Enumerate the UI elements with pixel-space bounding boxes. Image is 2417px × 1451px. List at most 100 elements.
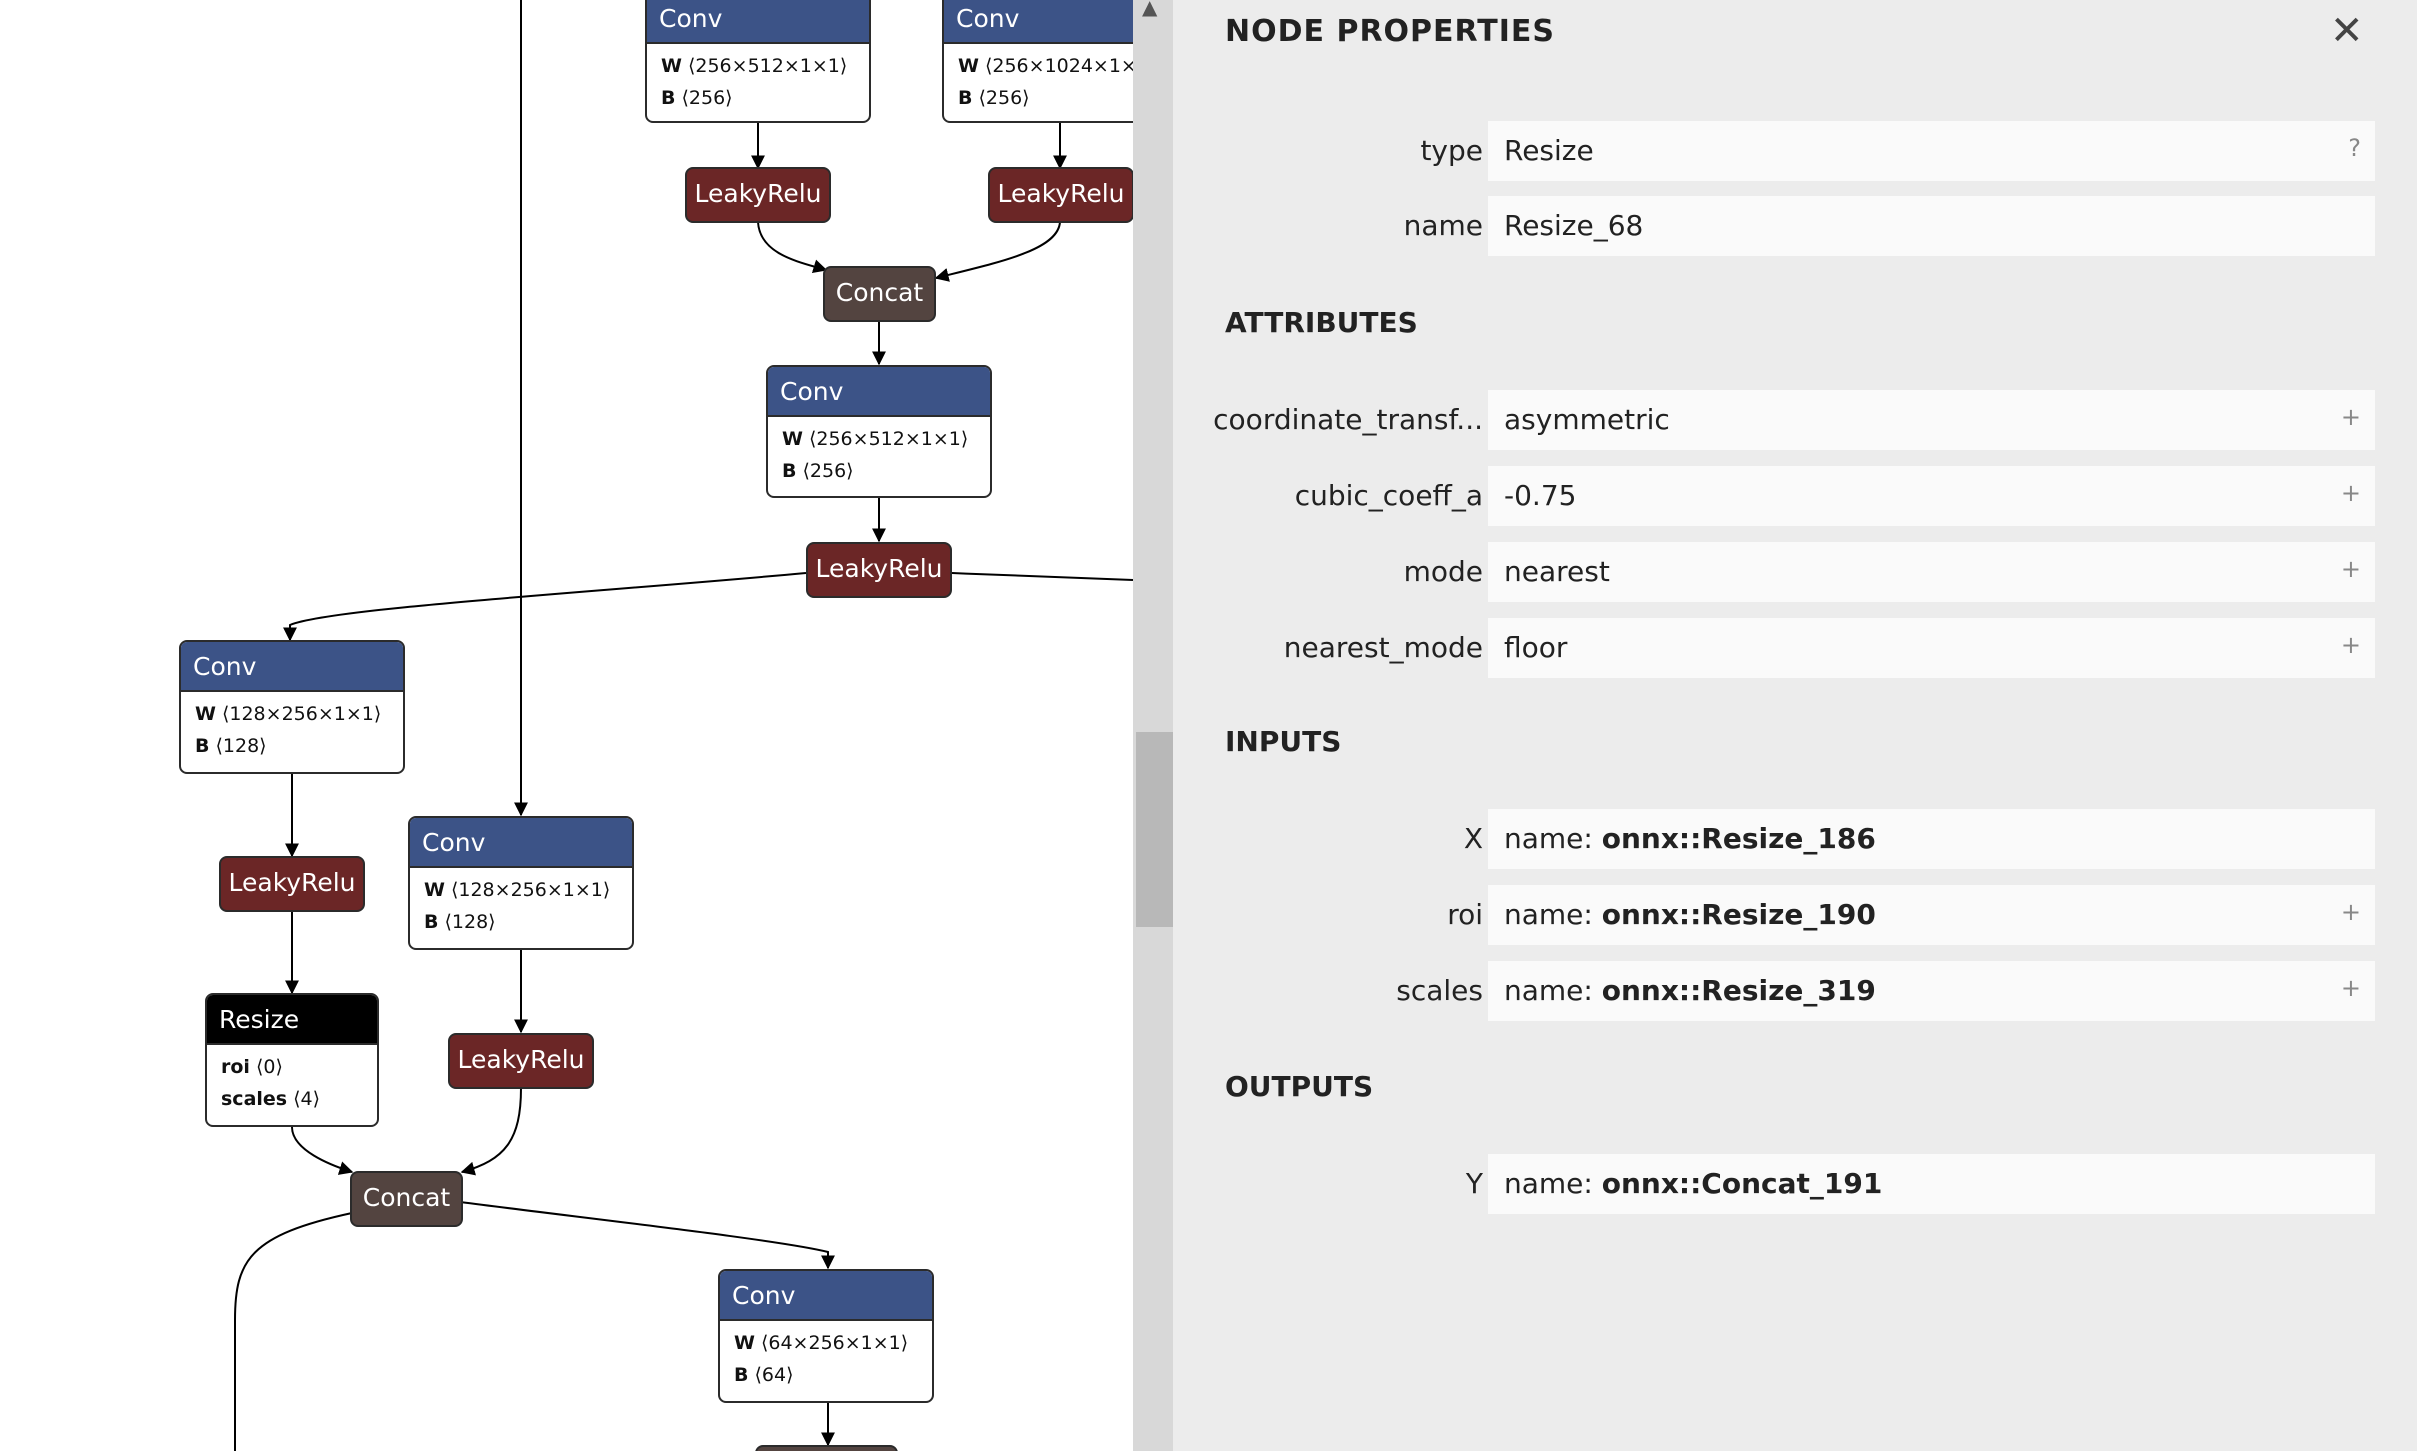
expand-plus-icon[interactable]: + — [2340, 479, 2361, 507]
scroll-up-arrow-icon[interactable]: ▲ — [1142, 0, 1158, 19]
attr-value: ⟨4⟩ — [293, 1088, 321, 1110]
conv-node[interactable]: Conv W⟨64×256×1×1⟩ B⟨64⟩ — [718, 1269, 934, 1403]
node-properties-panel: NODE PROPERTIES ✕ type Resize ? name Res… — [1173, 0, 2417, 1451]
attr-key: B — [195, 735, 210, 757]
node-title: Conv — [720, 1271, 932, 1321]
close-icon[interactable]: ✕ — [2330, 8, 2364, 54]
property-row-type: type Resize ? — [1173, 121, 2417, 181]
property-value[interactable]: Resize_68 — [1488, 196, 2375, 256]
attribute-value-text: -0.75 — [1504, 479, 1577, 512]
attribute-row: mode nearest + — [1173, 542, 2417, 602]
attribute-row: nearest_mode floor + — [1173, 618, 2417, 678]
leakyrelu-node[interactable]: LeakyRelu — [806, 542, 952, 598]
output-row: Y name: onnx::Concat_191 — [1173, 1154, 2417, 1214]
conv-node[interactable]: Conv W⟨256×512×1×1⟩ B⟨256⟩ — [766, 365, 992, 498]
input-label: scales — [1396, 974, 1483, 1007]
leakyrelu-node[interactable]: LeakyRelu — [988, 167, 1133, 223]
conv-node[interactable]: Conv W⟨128×256×1×1⟩ B⟨128⟩ — [179, 640, 405, 774]
graph-edges — [234, 0, 1133, 1451]
input-name-prefix: name: — [1504, 822, 1602, 855]
attr-key: B — [958, 87, 973, 109]
attr-key: B — [661, 87, 676, 109]
attr-value: ⟨128⟩ — [444, 911, 496, 933]
edge — [234, 1212, 353, 1451]
input-value[interactable]: name: onnx::Resize_190 + — [1488, 885, 2375, 945]
property-value-text: Resize — [1504, 134, 1594, 167]
property-label: type — [1420, 134, 1483, 167]
edge — [459, 1201, 835, 1270]
attribute-value-text: nearest — [1504, 555, 1610, 588]
property-value[interactable]: Resize ? — [1488, 121, 2375, 181]
node-title: Resize — [207, 995, 377, 1045]
node-title: Conv — [647, 0, 869, 44]
output-name-prefix: name: — [1504, 1167, 1602, 1200]
edge — [951, 572, 1133, 581]
attr-key: W — [734, 1332, 755, 1354]
concat-node[interactable]: Concat — [823, 266, 936, 322]
attr-key: scales — [221, 1088, 288, 1110]
input-label: roi — [1447, 898, 1483, 931]
concat-node[interactable]: Concat — [350, 1171, 463, 1227]
section-title-attributes: ATTRIBUTES — [1225, 306, 1418, 339]
help-icon[interactable]: ? — [2348, 134, 2361, 162]
edge — [291, 1126, 354, 1175]
expand-plus-icon[interactable]: + — [2340, 403, 2361, 431]
expand-plus-icon[interactable]: + — [2340, 974, 2361, 1002]
attr-value: ⟨256×512×1×1⟩ — [687, 55, 848, 77]
property-label: name — [1403, 209, 1483, 242]
conv-node[interactable]: Conv W⟨256×512×1×1⟩ B⟨256⟩ — [645, 0, 871, 123]
attr-value: ⟨128⟩ — [215, 735, 267, 757]
panel-title: NODE PROPERTIES — [1225, 14, 1555, 49]
attribute-label: mode — [1403, 555, 1483, 588]
attribute-label: cubic_coeff_a — [1294, 479, 1483, 512]
output-name: onnx::Concat_191 — [1601, 1167, 1883, 1200]
attribute-value[interactable]: -0.75 + — [1488, 466, 2375, 526]
property-row-name: name Resize_68 — [1173, 196, 2417, 256]
attribute-value[interactable]: nearest + — [1488, 542, 2375, 602]
attr-key: W — [195, 703, 216, 725]
resize-node[interactable]: Resize roi⟨0⟩ scales⟨4⟩ — [205, 993, 379, 1127]
node-title: Conv — [181, 642, 403, 692]
attr-value: ⟨64⟩ — [754, 1364, 794, 1386]
edge — [757, 221, 828, 273]
scrollbar-thumb[interactable] — [1136, 732, 1173, 927]
node-title: Conv — [410, 818, 632, 868]
input-name-prefix: name: — [1504, 974, 1602, 1007]
leakyrelu-node[interactable]: LeakyRelu — [685, 167, 831, 223]
input-name-prefix: name: — [1504, 898, 1602, 931]
expand-plus-icon[interactable]: + — [2340, 898, 2361, 926]
attribute-label: nearest_mode — [1283, 631, 1483, 664]
attribute-value[interactable]: asymmetric + — [1488, 390, 2375, 450]
conv-node[interactable]: Conv W⟨128×256×1×1⟩ B⟨128⟩ — [408, 816, 634, 950]
input-row: X name: onnx::Resize_186 — [1173, 809, 2417, 869]
node-title: Conv — [944, 0, 1133, 44]
attr-value: ⟨256×512×1×1⟩ — [808, 428, 969, 450]
expand-plus-icon[interactable]: + — [2340, 631, 2361, 659]
input-value[interactable]: name: onnx::Resize_319 + — [1488, 961, 2375, 1021]
attr-key: W — [958, 55, 979, 77]
attr-value: ⟨0⟩ — [255, 1056, 283, 1078]
partial-node[interactable] — [755, 1445, 898, 1451]
attr-value: ⟨256⟩ — [978, 87, 1030, 109]
attr-value: ⟨256×1024×1× — [984, 55, 1133, 77]
leakyrelu-node[interactable]: LeakyRelu — [448, 1033, 594, 1089]
input-name: onnx::Resize_319 — [1601, 974, 1876, 1007]
input-row: roi name: onnx::Resize_190 + — [1173, 885, 2417, 945]
expand-plus-icon[interactable]: + — [2340, 555, 2361, 583]
attr-key: W — [782, 428, 803, 450]
attr-value: ⟨256⟩ — [802, 460, 854, 482]
conv-node[interactable]: Conv W⟨256×1024×1× B⟨256⟩ — [942, 0, 1133, 123]
property-value-text: Resize_68 — [1504, 209, 1644, 242]
attribute-value[interactable]: floor + — [1488, 618, 2375, 678]
attribute-row: coordinate_transf... asymmetric + — [1173, 390, 2417, 450]
attr-value: ⟨64×256×1×1⟩ — [760, 1332, 909, 1354]
output-value[interactable]: name: onnx::Concat_191 — [1488, 1154, 2375, 1214]
input-name: onnx::Resize_190 — [1601, 898, 1876, 931]
attribute-value-text: floor — [1504, 631, 1568, 664]
graph-canvas[interactable]: Conv W⟨256×512×1×1⟩ B⟨256⟩ Conv W⟨256×10… — [0, 0, 1133, 1451]
scrollbar-track[interactable] — [1133, 0, 1173, 1451]
edge — [283, 572, 807, 642]
attr-value: ⟨128×256×1×1⟩ — [450, 879, 611, 901]
input-value[interactable]: name: onnx::Resize_186 — [1488, 809, 2375, 869]
leakyrelu-node[interactable]: LeakyRelu — [219, 856, 365, 912]
